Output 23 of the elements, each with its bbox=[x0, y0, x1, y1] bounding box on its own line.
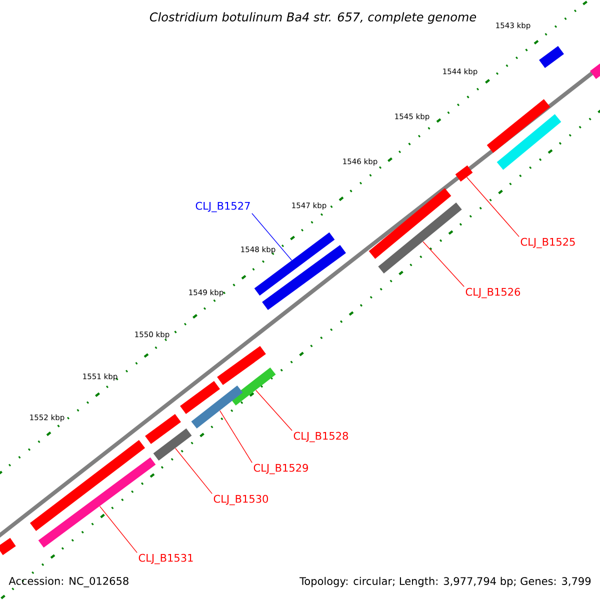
leader-line bbox=[99, 506, 138, 554]
gene-label: CLJ_B1528 bbox=[294, 432, 348, 442]
gene-label: CLJ_B1530 bbox=[214, 494, 268, 506]
gene-label: CLJ_B1531 bbox=[138, 554, 193, 564]
gene-label: CLJ_B1527 bbox=[196, 202, 250, 212]
gene-label: CLJ_B1525 bbox=[520, 238, 575, 248]
gene-bar bbox=[153, 428, 192, 461]
gene-bar bbox=[191, 385, 243, 429]
footer-text: Accession: NC_012658 bbox=[8, 576, 128, 588]
leader-line bbox=[175, 448, 212, 494]
leader-line bbox=[422, 241, 464, 288]
gene-bar bbox=[38, 457, 156, 548]
gene-label: CLJ_B1529 bbox=[254, 464, 308, 474]
leader-line bbox=[220, 410, 252, 464]
gene-bar bbox=[378, 202, 462, 274]
gene-label: CLJ_B1526 bbox=[466, 288, 520, 298]
footer-text: Topology: circular; Length: 3,977,794 bp; Genes: 3,799 bbox=[300, 576, 591, 588]
gene-bar bbox=[455, 165, 473, 182]
title: Clostridium botulinum Ba4 str. 657, complete genome bbox=[150, 12, 476, 24]
leader-line bbox=[256, 390, 292, 432]
gene-bar bbox=[230, 367, 276, 406]
leader-line bbox=[466, 176, 520, 238]
leader-line bbox=[252, 213, 292, 261]
